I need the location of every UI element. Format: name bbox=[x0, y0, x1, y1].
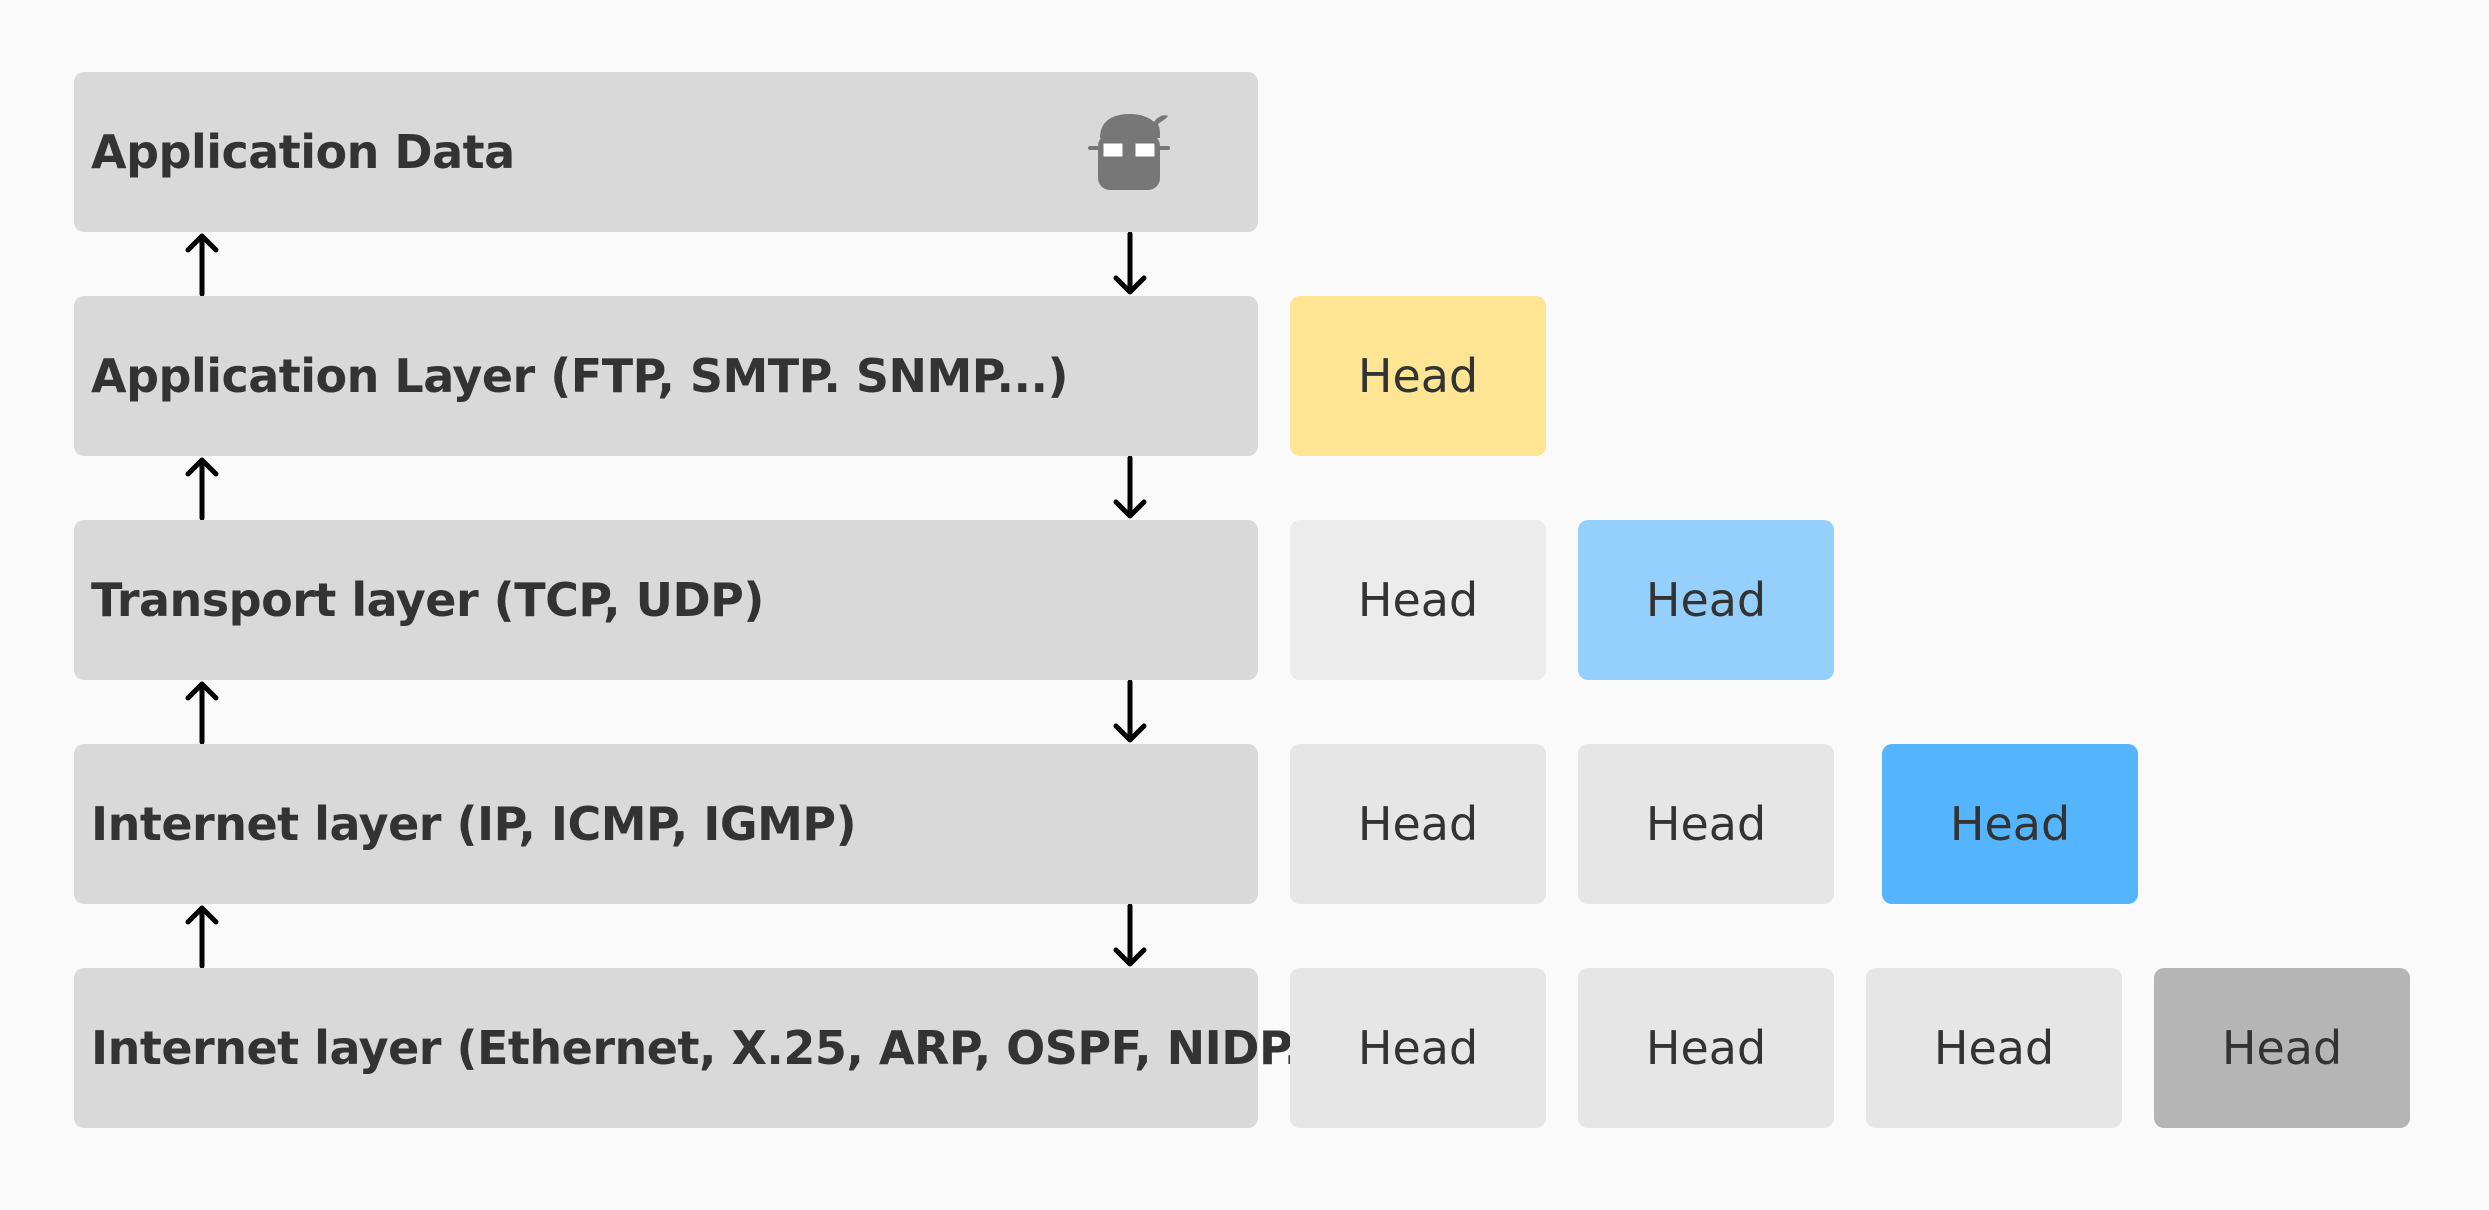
layer-network-access: Internet layer (Ethernet, X.25, ARP, OSP… bbox=[74, 968, 1356, 1128]
header-block-transport: Head bbox=[1578, 968, 1834, 1128]
geek-glasses-icon bbox=[1088, 114, 1170, 190]
layer-label: Transport layer (TCP, UDP) bbox=[91, 573, 764, 627]
up-arrow-icon bbox=[185, 233, 219, 296]
header-block-application: Head bbox=[1290, 296, 1546, 456]
up-arrow-icon bbox=[185, 905, 219, 968]
layer-internet: Internet layer (IP, ICMP, IGMP) bbox=[74, 744, 1258, 904]
layer-label: Internet layer (IP, ICMP, IGMP) bbox=[91, 797, 857, 851]
layer-label: Internet layer (Ethernet, X.25, ARP, OSP… bbox=[91, 1021, 1356, 1075]
layer-transport: Transport layer (TCP, UDP) bbox=[74, 520, 1258, 680]
header-block-transport: Head bbox=[1578, 744, 1834, 904]
down-arrow-icon bbox=[1113, 680, 1147, 743]
down-arrow-icon bbox=[1113, 232, 1147, 295]
header-block-application: Head bbox=[1290, 520, 1546, 680]
layer-application-data: Application Data bbox=[74, 72, 1258, 232]
down-arrow-icon bbox=[1113, 904, 1147, 967]
header-block-application: Head bbox=[1290, 968, 1546, 1128]
down-arrow-icon bbox=[1113, 456, 1147, 519]
header-block-application: Head bbox=[1290, 744, 1546, 904]
header-block-internet: Head bbox=[1866, 968, 2122, 1128]
layer-application: Application Layer (FTP, SMTP. SNMP...) bbox=[74, 296, 1258, 456]
up-arrow-icon bbox=[185, 457, 219, 520]
up-arrow-icon bbox=[185, 681, 219, 744]
layer-label: Application Layer (FTP, SMTP. SNMP...) bbox=[91, 349, 1069, 403]
layer-label: Application Data bbox=[91, 125, 515, 179]
header-block-network-access: Head bbox=[2154, 968, 2410, 1128]
header-block-internet: Head bbox=[1882, 744, 2138, 904]
header-block-transport: Head bbox=[1578, 520, 1834, 680]
